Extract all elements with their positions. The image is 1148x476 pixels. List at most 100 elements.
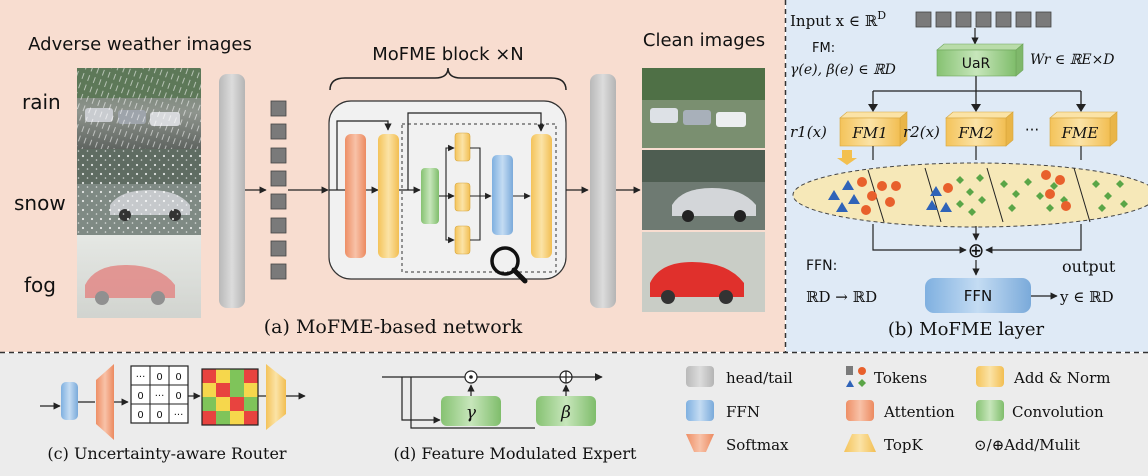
- output-formula: y ∈ ℝD: [1059, 288, 1114, 306]
- mofme-block-brace: [329, 67, 567, 91]
- mini-expert-3: [454, 225, 471, 255]
- expert-e-to-sum: [985, 224, 1082, 254]
- expert-1-name: FM1: [851, 124, 887, 142]
- ffn-label: FFN:: [806, 258, 837, 274]
- expert-1-gate: r1(x): [790, 123, 827, 141]
- fme-add-cross: [560, 371, 572, 383]
- beta-label: β: [560, 403, 571, 423]
- fm-params: γ(e), β(e) ∈ ℝD: [790, 62, 896, 78]
- fm-label: FM:: [812, 41, 835, 56]
- ffn-box: [925, 278, 1031, 313]
- legend-label-add-mult: ⊙/⊕Add/Mulit: [974, 436, 1080, 454]
- output-image-snow: [642, 150, 765, 230]
- token-group-divider-3: [986, 167, 1004, 223]
- output-image-fog: [642, 232, 765, 312]
- row-label-fog: fog: [24, 273, 56, 297]
- matrix-cell-2-2: ···: [174, 410, 184, 421]
- fme-mult-dot: [469, 375, 473, 379]
- legend-swatch-convolution: [976, 400, 1004, 421]
- legend-label-ffn: FFN: [726, 403, 760, 421]
- token-group-2: [926, 174, 986, 216]
- mini-expert-2: [454, 182, 471, 212]
- router-softmax: [96, 364, 114, 440]
- input-token-row: [915, 11, 1052, 28]
- legend-swatch-topk: [844, 434, 876, 452]
- legend-label-tokens: Tokens: [874, 369, 927, 387]
- matrix-cell-0-1: 0: [156, 372, 162, 383]
- router-topk: [266, 364, 286, 430]
- beta-box: [536, 396, 596, 426]
- matrix-cell-0-0: ···: [136, 372, 146, 383]
- gamma-box: [441, 396, 501, 426]
- attention-bar: [345, 134, 366, 258]
- fme-branch-to-beta: [410, 377, 535, 429]
- expert-e-name: FME: [1061, 124, 1099, 142]
- mini-expert-1: [454, 132, 471, 162]
- output-image-rain: [642, 68, 765, 148]
- legend-swatch-softmax: [686, 434, 714, 452]
- clean-images-title: Clean images: [643, 30, 765, 51]
- convolution-bar: [421, 168, 439, 224]
- tail-block: [590, 74, 616, 308]
- arrow-to-expert-3: [445, 196, 455, 244]
- matrix-cell-1-2: 0: [175, 391, 181, 402]
- ffn-map: ℝD → ℝD: [806, 288, 877, 306]
- magnifier-icon: [490, 246, 528, 284]
- input-image-rain: [77, 68, 201, 149]
- legend-swatch-ffn: [686, 400, 714, 421]
- router-weight-label: Wr ∈ ℝE×D: [1030, 52, 1115, 68]
- fme-branch-to-gamma: [401, 377, 441, 424]
- input-label: Input x ∈ ℝD: [790, 9, 886, 30]
- legend-label-topk: TopK: [884, 436, 923, 454]
- expert-2-gate: r2(x): [903, 123, 940, 141]
- router-branch-lines: [872, 76, 1082, 108]
- expert-2-name: FM2: [957, 124, 993, 142]
- matrix-cell-2-1: 0: [156, 410, 162, 421]
- router-ffn-bar: [61, 382, 78, 420]
- legend-label-attention: Attention: [883, 403, 955, 421]
- uar-box: [936, 43, 1024, 77]
- adverse-weather-title: Adverse weather images: [28, 34, 252, 55]
- add-norm-bar-1: [378, 134, 399, 258]
- legend-swatch-add-norm: [976, 366, 1004, 387]
- head-block: [219, 74, 245, 308]
- matrix-cell-1-1: ···: [155, 391, 165, 402]
- expert-fm2: [945, 111, 1014, 147]
- expert-merge-lines: [470, 147, 481, 241]
- input-image-fog: [77, 235, 201, 318]
- row-label-snow: snow: [14, 191, 66, 215]
- legend-label-head-tail: head/tail: [726, 369, 793, 387]
- expert-ellipsis: ···: [1025, 121, 1039, 139]
- expert-fm1: [839, 111, 908, 147]
- legend-swatch-attention: [846, 400, 874, 421]
- expert-fme: [1049, 111, 1118, 147]
- token-group-4: [1041, 170, 1128, 212]
- legend-swatch-tokens: [846, 366, 866, 387]
- row-label-rain: rain: [22, 90, 61, 114]
- panel-c-caption: (c) Uncertainty-aware Router: [47, 444, 287, 463]
- legend-swatch-head-tail: [686, 366, 714, 387]
- add-norm-bar-2: [531, 134, 552, 258]
- ffn-box-label: FFN: [964, 287, 992, 305]
- matrix-cell-1-0: 0: [137, 391, 143, 402]
- skip-connection-1: [336, 120, 392, 190]
- uar-label: UaR: [962, 56, 991, 72]
- skip-connection-2: [407, 112, 545, 190]
- legend-label-add-norm: Add & Norm: [1013, 369, 1110, 387]
- uncertainty-matrix: [130, 365, 189, 424]
- legend-label-convolution: Convolution: [1012, 403, 1104, 421]
- token-group-1: [828, 177, 901, 215]
- token-column: [270, 100, 287, 280]
- router-branch-arrowheads: [868, 104, 1086, 112]
- routing-down-arrow: [837, 150, 857, 165]
- sum-symbol: ⊕: [968, 238, 985, 262]
- token-group-divider-4: [1073, 167, 1091, 223]
- expert-output-stubs: [872, 146, 1082, 160]
- expert-1-to-sum: [872, 224, 967, 254]
- panel-d-caption: (d) Feature Modulated Expert: [394, 444, 637, 463]
- matrix-cell-2-0: 0: [137, 410, 143, 421]
- router-heatmap: [201, 368, 259, 426]
- input-image-snow: [77, 149, 201, 235]
